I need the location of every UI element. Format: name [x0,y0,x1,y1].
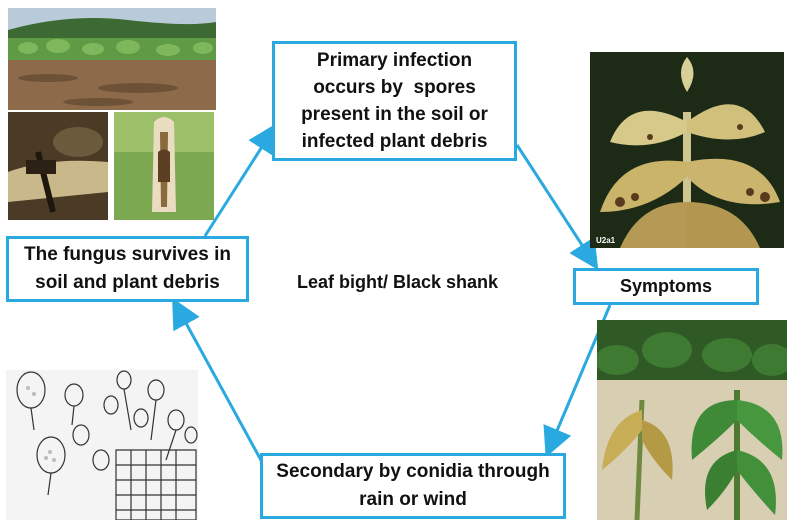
conidia-micrograph [6,370,198,520]
disease-name-label: Leaf bight/ Black shank [297,272,498,293]
tobacco-field-photo [597,320,787,520]
primary-line-1: Primary infection [301,47,488,74]
primary-infection-box: Primary infection occurs by spores prese… [272,41,517,161]
survive-line-2: soil and plant debris [24,269,231,297]
fungus-survives-box: The fungus survives in soil and plant de… [6,236,249,302]
split-stem-photo [114,112,214,220]
arrow-primary-to-symptoms [517,145,595,265]
symptoms-box: Symptoms [573,268,759,305]
primary-line-4: infected plant debris [301,128,488,155]
arrow-survive-to-primary [205,128,274,236]
secondary-infection-box: Secondary by conidia through rain or win… [260,453,566,519]
diseased-plant-photo: U2a1 [590,52,784,248]
field-photo [8,8,216,110]
secondary-line-1: Secondary by conidia through [276,458,549,486]
primary-line-3: present in the soil or [301,101,488,128]
secondary-line-2: rain or wind [276,486,549,514]
symptoms-label: Symptoms [620,276,712,297]
primary-line-2: occurs by spores [301,74,488,101]
symptom-photo-code: U2a1 [596,236,615,245]
stem-lesion-photo [8,112,108,220]
survive-line-1: The fungus survives in [24,241,231,269]
